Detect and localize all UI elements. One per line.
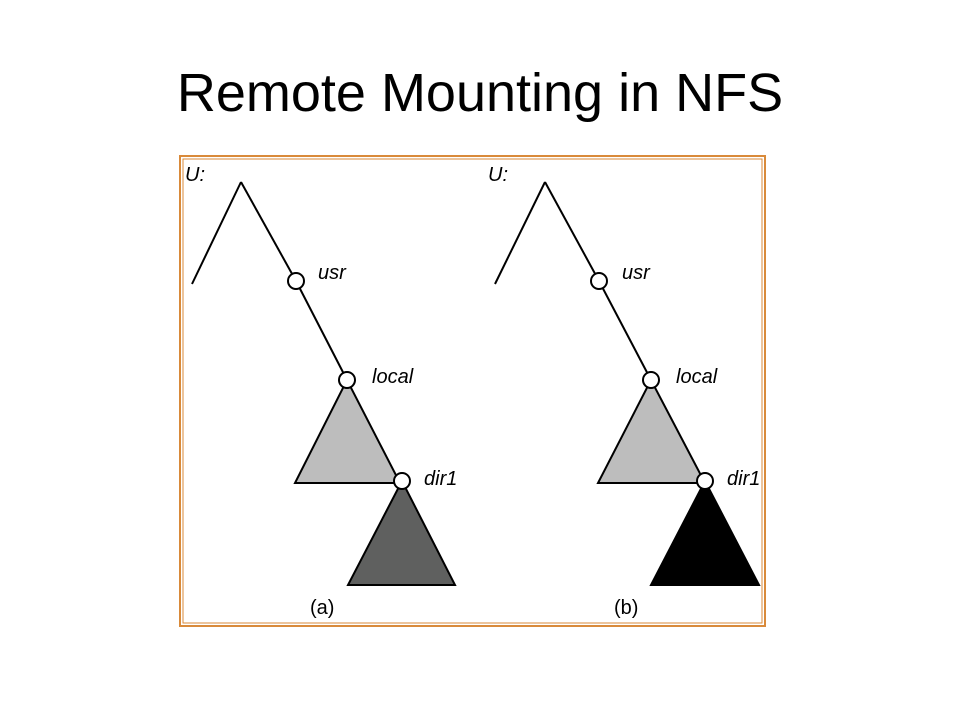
panel-a-mounted-subtree: [346, 478, 457, 586]
panel-a-local-node: [338, 371, 356, 389]
panel-a-usr-label: usr: [318, 262, 347, 284]
figure-frame-outer: [179, 155, 766, 627]
panel-b-usr-label: usr: [622, 262, 651, 284]
panel-b-mounted-subtree: [649, 478, 761, 586]
panel-b-dir1-node: [696, 472, 714, 490]
panel-a-root-to-usr-edge: [240, 181, 297, 282]
panel-b: U: usr local dir1 (b): [488, 164, 761, 619]
panel-b-root-left-branch: [494, 181, 546, 285]
panel-b-caption: (b): [614, 597, 638, 619]
panel-b-local-node: [642, 371, 660, 389]
panel-b-usr-node: [590, 272, 608, 290]
panel-a-caption: (a): [310, 597, 334, 619]
panel-a-dir1-label: dir1: [424, 468, 457, 490]
panel-b-local-label: local: [676, 366, 718, 388]
panel-a-dir1-node: [393, 472, 411, 490]
panel-a: U: usr local dir1 (a): [185, 164, 457, 619]
panel-b-usr-to-local-edge: [598, 280, 652, 381]
figure-frame-inner: [182, 158, 763, 624]
panel-a-root-left-branch: [191, 181, 242, 285]
panel-b-root-label: U:: [488, 164, 508, 186]
panel-b-root-to-usr-edge: [544, 181, 600, 282]
panel-b-dir1-label: dir1: [727, 468, 760, 490]
panel-a-root-label: U:: [185, 164, 205, 186]
panel-a-local-subtree: [293, 377, 402, 484]
panel-b-local-subtree: [596, 377, 707, 484]
panel-a-usr-to-local-edge: [295, 280, 348, 381]
panel-a-local-label: local: [372, 366, 414, 388]
slide-title: Remote Mounting in NFS: [176, 63, 784, 123]
panel-a-usr-node: [287, 272, 305, 290]
